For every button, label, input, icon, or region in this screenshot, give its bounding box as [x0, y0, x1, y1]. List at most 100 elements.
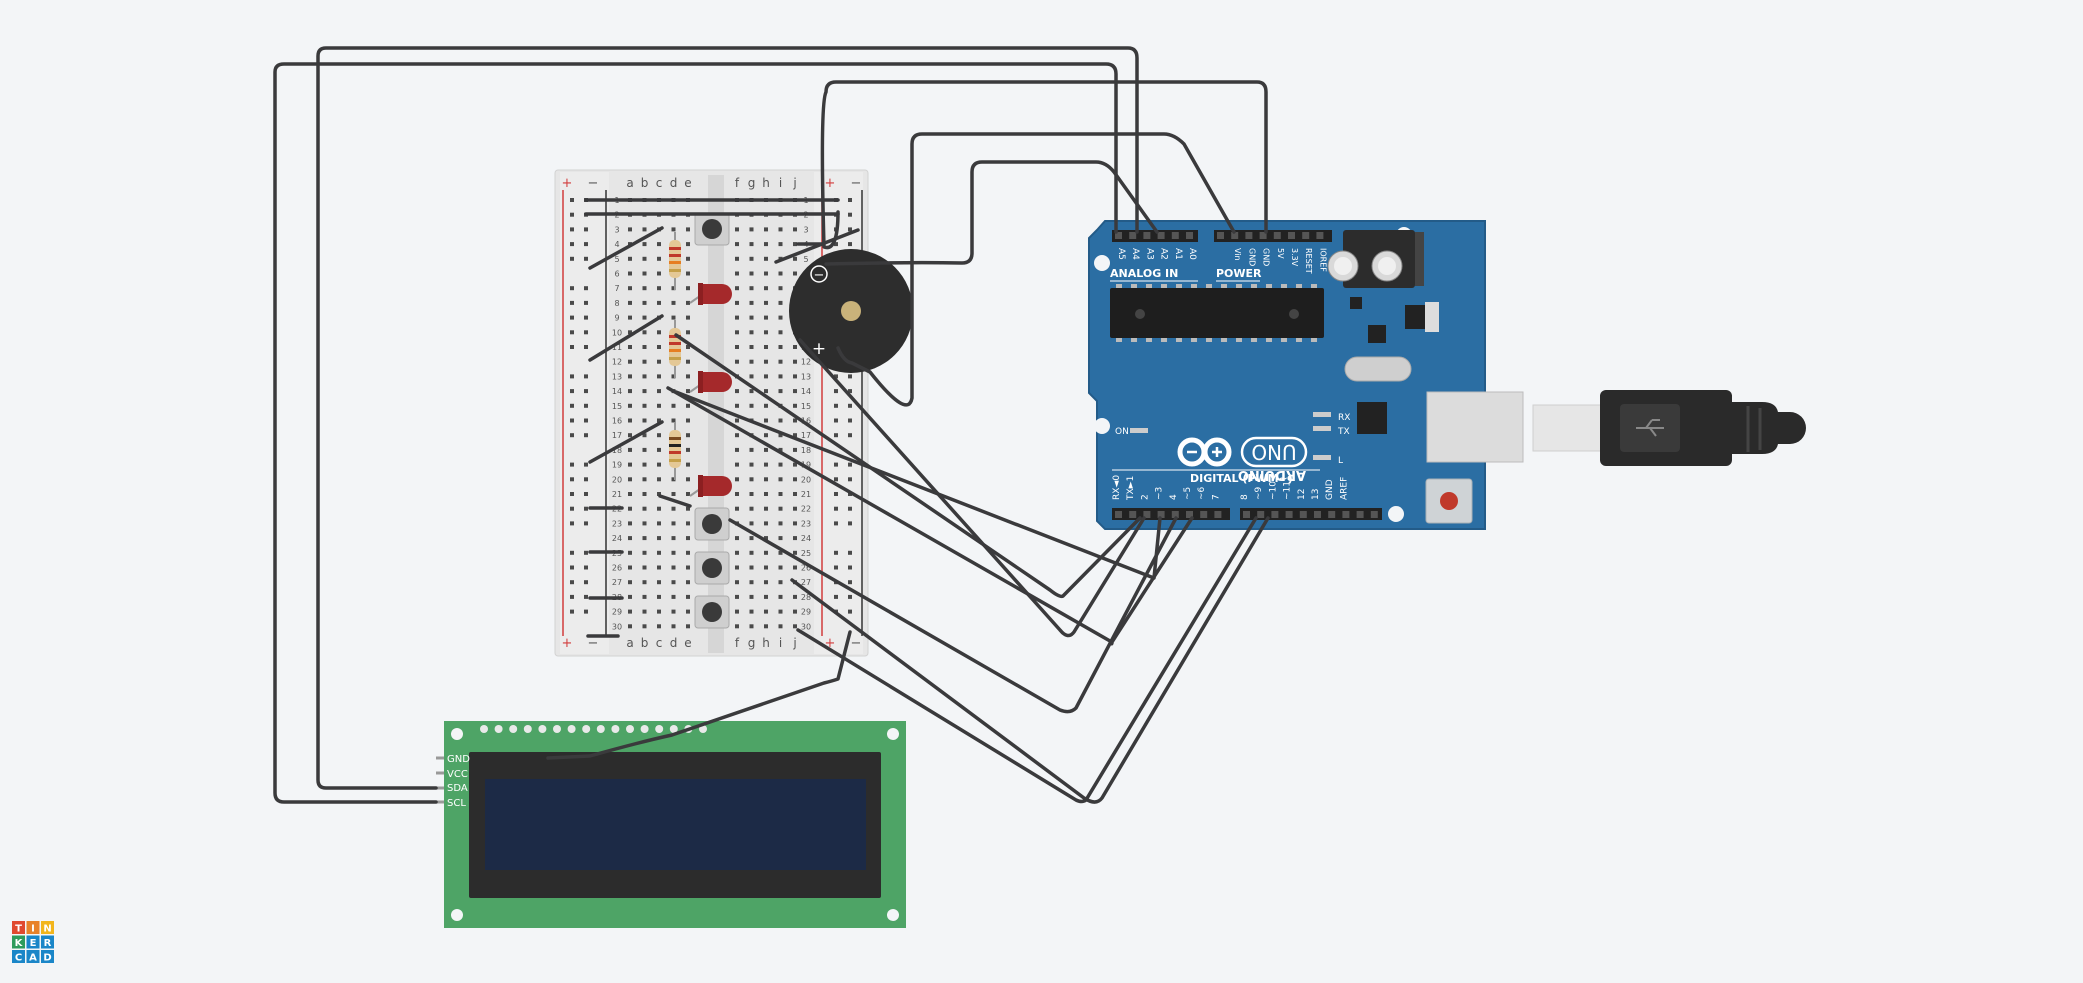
- digital-pin-label: 12: [1297, 489, 1307, 500]
- header-pin: [1257, 511, 1265, 518]
- hole: [735, 345, 739, 349]
- hole: [686, 580, 690, 585]
- hole: [764, 462, 768, 467]
- hole: [642, 286, 647, 291]
- wire: [674, 333, 1142, 599]
- hole: [735, 315, 739, 320]
- hole: [686, 286, 690, 291]
- hole: [749, 374, 754, 379]
- pushbutton[interactable]: [694, 507, 730, 541]
- column-label: e: [684, 636, 691, 650]
- wires[interactable]: [273, 46, 1270, 804]
- hole: [749, 330, 754, 335]
- pushbutton[interactable]: [694, 595, 730, 629]
- led[interactable]: [689, 283, 732, 305]
- hole: [657, 462, 661, 467]
- hole: [642, 374, 647, 379]
- piezo-buzzer[interactable]: − +: [789, 249, 913, 373]
- lcd-pin: [596, 725, 605, 733]
- hole: [642, 256, 647, 261]
- hole: [628, 374, 632, 379]
- hole: [642, 242, 647, 247]
- column-label: c: [656, 636, 663, 650]
- hole: [642, 594, 647, 599]
- hole: [642, 389, 647, 394]
- pushbutton[interactable]: [694, 551, 730, 585]
- lcd-pin-sda: SDA: [447, 783, 468, 794]
- hole: [749, 403, 754, 408]
- smd-chip: [1350, 297, 1362, 309]
- hole: [749, 462, 754, 467]
- hole: [628, 345, 632, 349]
- resistor[interactable]: [669, 422, 681, 480]
- usb-chip: [1357, 402, 1387, 434]
- hole: [642, 315, 647, 320]
- hole: [628, 506, 632, 511]
- hole: [628, 300, 632, 305]
- hole: [848, 462, 852, 467]
- hole: [584, 256, 588, 261]
- column-label: b: [641, 636, 649, 650]
- on-label: ON: [1115, 427, 1129, 437]
- lcd-pin: [582, 725, 591, 733]
- row-label: 11: [612, 343, 622, 352]
- logo-letter: C: [15, 953, 22, 964]
- hole: [793, 550, 797, 555]
- hole: [749, 242, 754, 247]
- lcd-pin: [523, 725, 532, 733]
- hole: [671, 624, 676, 629]
- hole: [749, 477, 754, 482]
- hole: [657, 624, 661, 629]
- led[interactable]: [689, 371, 732, 393]
- hole: [778, 227, 783, 232]
- hole: [570, 521, 574, 526]
- hole: [628, 256, 632, 261]
- power-pin-label: 5V: [1276, 248, 1285, 259]
- hole: [749, 536, 754, 541]
- hole: [686, 359, 690, 364]
- row-label: 30: [801, 622, 811, 631]
- hole: [749, 447, 754, 452]
- logo-letter: K: [15, 938, 24, 949]
- column-label: i: [779, 176, 782, 190]
- hole: [735, 359, 739, 364]
- row-label: 16: [801, 417, 811, 426]
- usb-cable[interactable]: [1426, 390, 1806, 466]
- wire: [790, 516, 1270, 804]
- hole: [570, 565, 574, 570]
- hole: [848, 609, 852, 614]
- led[interactable]: [689, 475, 732, 497]
- lcd-i2c-display[interactable]: GND VCC SDA SCL: [436, 721, 906, 928]
- row-label: 8: [614, 299, 619, 308]
- hole: [735, 447, 739, 452]
- hole: [778, 462, 783, 467]
- column-label: a: [626, 636, 633, 650]
- analog-pin-label: A3: [1144, 248, 1154, 260]
- hole: [686, 565, 690, 570]
- power-pin-label: GND: [1247, 248, 1256, 266]
- hole: [642, 447, 647, 452]
- hole: [764, 609, 768, 614]
- hole: [686, 345, 690, 349]
- hole: [671, 477, 676, 482]
- hole: [793, 565, 797, 570]
- pushbutton[interactable]: [694, 212, 730, 246]
- hole: [671, 315, 676, 320]
- lcd-pin: [655, 725, 664, 733]
- reset-button[interactable]: [1440, 492, 1458, 510]
- hole: [764, 565, 768, 570]
- hole: [584, 315, 588, 320]
- row-label: 16: [612, 417, 622, 426]
- resistor[interactable]: [669, 232, 681, 290]
- hole: [584, 433, 588, 438]
- rail-plus-label: +: [825, 636, 836, 651]
- hole: [642, 462, 647, 467]
- hole: [570, 580, 574, 585]
- analog-pin-label: A1: [1173, 248, 1183, 260]
- hole: [686, 447, 690, 452]
- logo-tile: [41, 921, 54, 934]
- hole: [570, 374, 574, 379]
- row-label: 17: [801, 431, 811, 440]
